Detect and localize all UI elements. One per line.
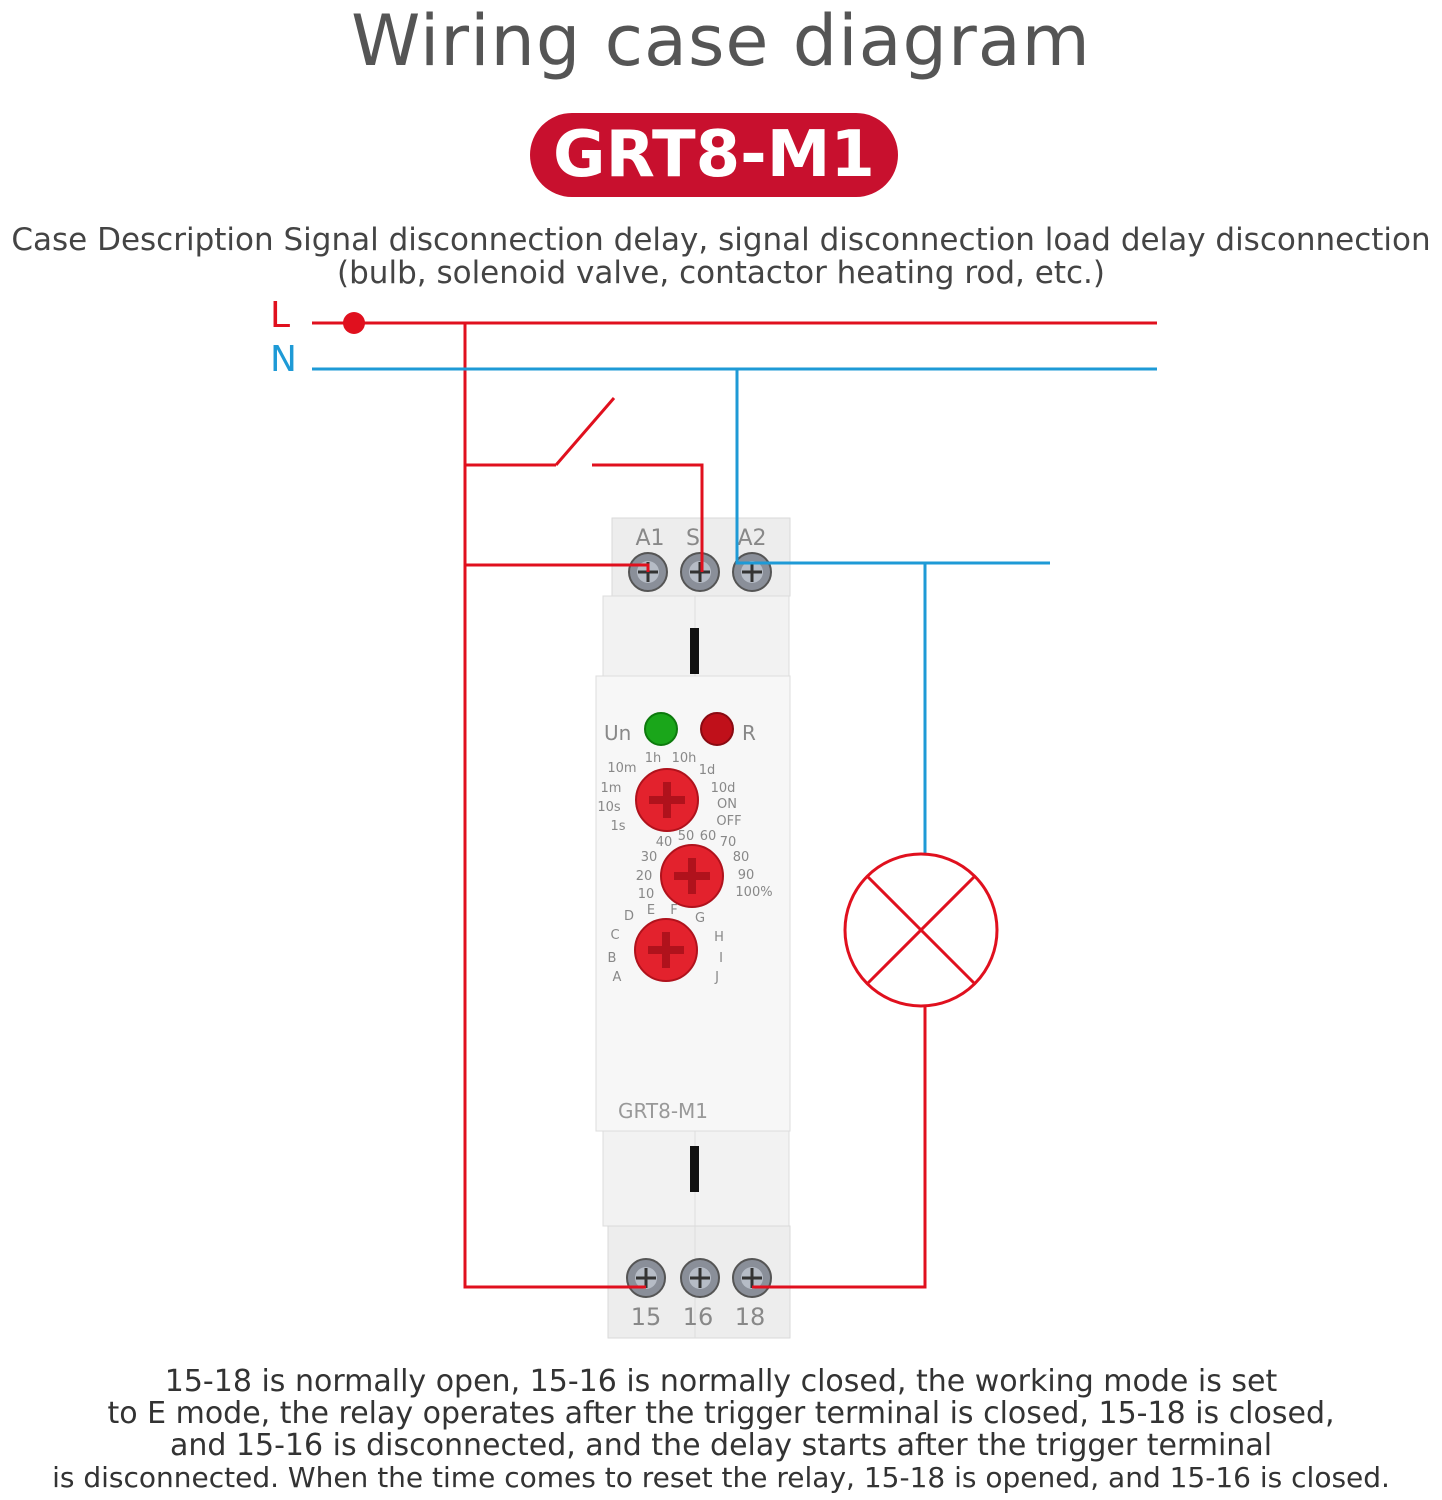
dial3-label-i: I — [719, 951, 723, 966]
dial3-label-j: J — [714, 970, 719, 985]
dial3-label-a: A — [613, 970, 622, 985]
live-junction-dot — [343, 312, 365, 334]
dial3-label-g: G — [695, 911, 705, 926]
page-title: Wiring case diagram — [351, 0, 1091, 82]
dial1-label-1h: 1h — [645, 751, 662, 766]
terminal-label-a2: A2 — [737, 526, 766, 551]
relay-led-icon — [700, 712, 734, 746]
note-line-2: to E mode, the relay operates after the … — [107, 1396, 1335, 1431]
dial2-label-20: 20 — [636, 869, 653, 884]
model-badge: GRT8-M1 — [530, 113, 898, 197]
dial1-label-off: OFF — [716, 814, 741, 829]
dial2-label-80: 80 — [733, 850, 750, 865]
dial3-label-d: D — [624, 909, 634, 924]
led-r-label: R — [742, 721, 756, 745]
dial2-label-70: 70 — [720, 835, 737, 850]
a1-wire — [465, 563, 650, 572]
screw-terminal-18 — [732, 1258, 772, 1298]
relay-model-label: GRT8-M1 — [618, 1099, 708, 1123]
relay-module — [595, 517, 791, 1339]
note-line-1: 15-18 is normally open, 15-16 is normall… — [164, 1364, 1278, 1399]
dial1-label-10m: 10m — [607, 761, 636, 776]
dial1-label-1m: 1m — [601, 781, 622, 796]
din-slot-bottom — [690, 1146, 699, 1192]
dial3-label-f: F — [670, 903, 677, 918]
dial1-label-10d: 10d — [711, 781, 736, 796]
dial2-label-10: 10 — [638, 887, 655, 902]
dial3-label-c: C — [610, 928, 619, 943]
terminal-label-s: S — [686, 526, 700, 551]
note-line-3: and 15-16 is disconnected, and the delay… — [169, 1428, 1273, 1463]
dial3-label-h: H — [714, 930, 724, 945]
screw-terminal-15 — [626, 1258, 666, 1298]
dial2-label-100: 100% — [735, 885, 772, 900]
dial2-label-50: 50 — [678, 829, 695, 844]
lamp-load-icon — [843, 852, 999, 1008]
screw-terminal-s — [680, 552, 720, 592]
live-line-label: L — [270, 295, 290, 336]
dial1-label-10h: 10h — [672, 751, 697, 766]
terminal-label-a1: A1 — [635, 526, 664, 551]
neutral-line-label: N — [270, 339, 297, 380]
dial2-label-30: 30 — [641, 850, 658, 865]
mode-dial[interactable] — [634, 918, 698, 982]
load-return-wire — [752, 1005, 927, 1289]
live-wiring — [312, 321, 1157, 1289]
case-description-line-2: (bulb, solenoid valve, contactor heating… — [337, 255, 1105, 291]
dial3-label-b: B — [608, 951, 617, 966]
dial1-label-on: ON — [717, 797, 737, 812]
dial3-label-e: E — [647, 903, 655, 918]
dial2-label-90: 90 — [738, 868, 755, 883]
screw-terminal-16 — [680, 1258, 720, 1298]
trigger-switch-icon — [554, 397, 616, 466]
a2-wire — [735, 369, 1050, 565]
din-slot-top — [690, 628, 699, 674]
terminal-label-16: 16 — [683, 1303, 714, 1331]
live-feed-wire — [463, 323, 646, 1289]
led-un-label: Un — [604, 721, 631, 745]
s-trigger-wire — [592, 463, 704, 572]
dial2-label-60: 60 — [700, 829, 717, 844]
dial1-label-10s: 10s — [597, 800, 621, 815]
terminal-label-18: 18 — [735, 1303, 766, 1331]
case-description-line-1: Case Description Signal disconnection de… — [11, 222, 1431, 258]
screw-terminal-a2 — [732, 552, 772, 592]
dial1-label-1d: 1d — [699, 763, 716, 778]
neutral-wiring — [312, 367, 1157, 855]
time-range-dial[interactable] — [635, 768, 699, 832]
dial1-label-1s: 1s — [610, 819, 625, 834]
percent-dial[interactable] — [660, 844, 724, 908]
note-line-4: is disconnected. When the time comes to … — [52, 1461, 1390, 1494]
terminal-label-15: 15 — [631, 1303, 662, 1331]
power-led-icon — [644, 712, 678, 746]
dial2-label-40: 40 — [656, 835, 673, 850]
